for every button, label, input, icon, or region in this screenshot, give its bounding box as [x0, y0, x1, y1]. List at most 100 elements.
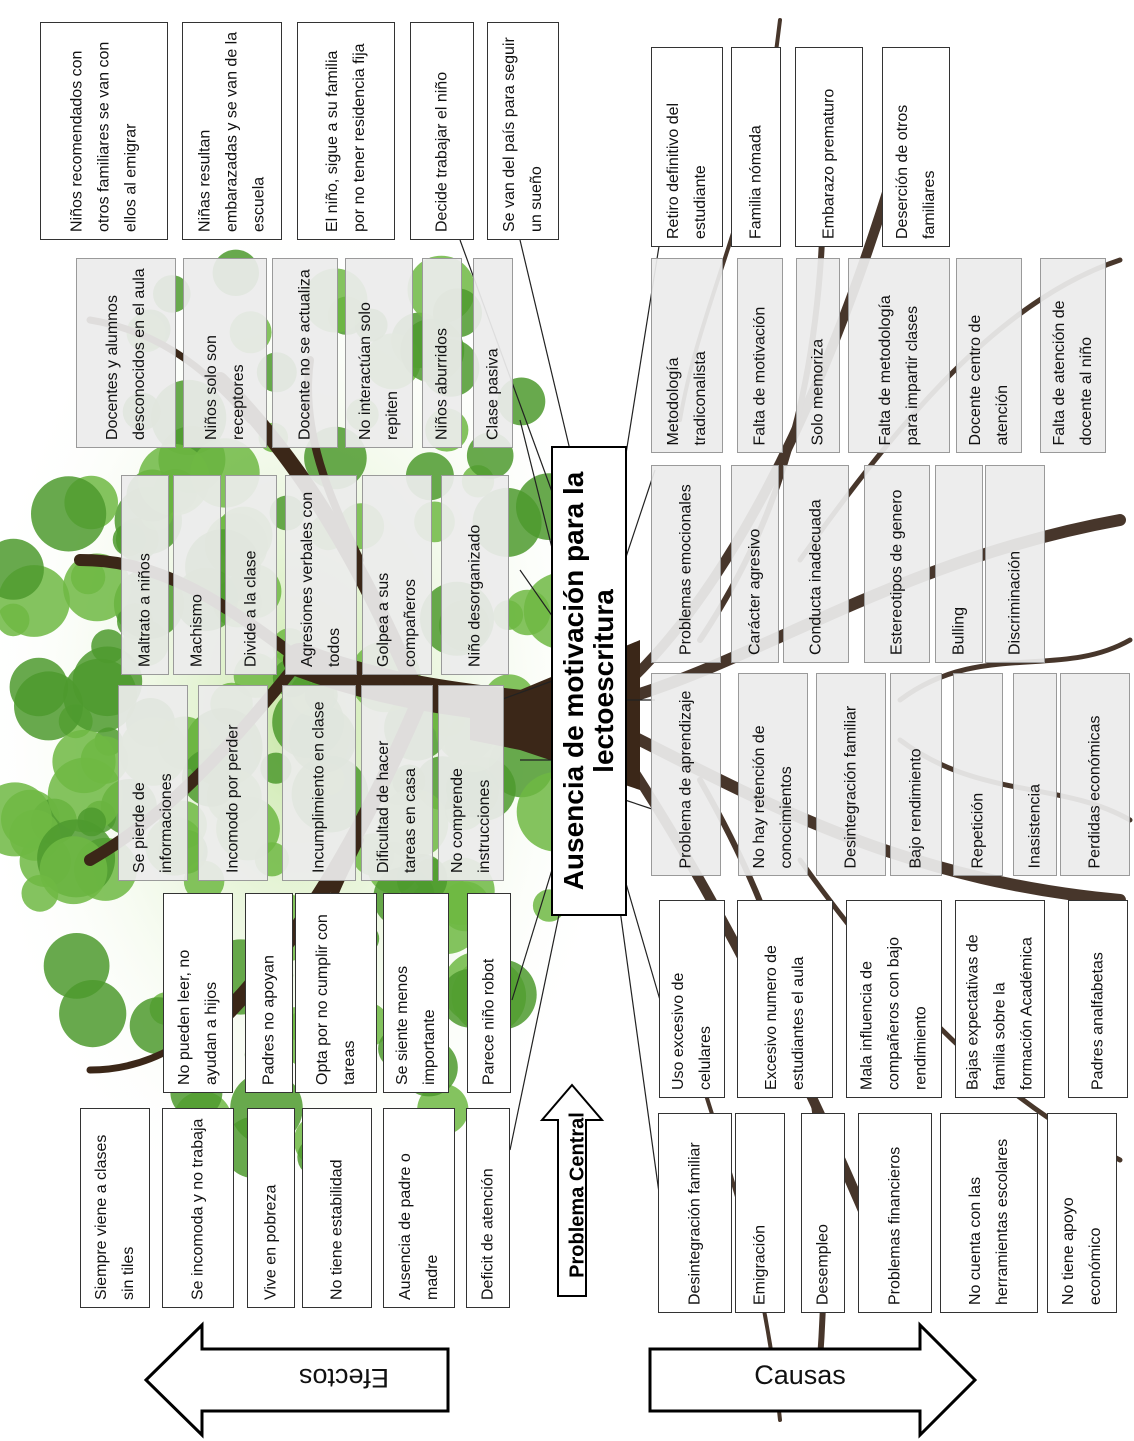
leaf-cluster	[31, 476, 107, 552]
cause-box: Repetición	[953, 673, 1003, 876]
cause-text: Bajas expectativas de familia sobre la f…	[964, 934, 1036, 1090]
effect-text: Incomodo por perder	[224, 724, 242, 873]
cause-box: Estereotipos de genero	[864, 465, 930, 663]
effect-box: Dificultad de hacer tareas en casa	[361, 685, 433, 881]
cause-box: Perdidas económicas	[1060, 673, 1130, 876]
cause-box: Bulling	[935, 465, 983, 663]
cause-box: Conducta inadecuada	[783, 465, 849, 663]
leaf-cluster	[77, 807, 107, 837]
effect-text: Deficit de atención	[479, 1168, 497, 1300]
cause-text: Bajo rendimiento	[907, 747, 925, 868]
effect-text: Clase pasiva	[484, 348, 502, 440]
cause-box: Familia nómada	[731, 47, 781, 247]
effect-box: Se pierde de informaciones	[118, 685, 188, 881]
effect-text: Parece niño robot	[480, 958, 498, 1085]
cause-text: Discriminación	[1006, 550, 1024, 655]
effect-box: Divide a la clase	[225, 475, 277, 675]
cause-box: Uso excesivo de celulares	[659, 900, 725, 1098]
effect-text: Niño desorganizado	[466, 524, 484, 667]
cause-box: Bajas expectativas de familia sobre la f…	[955, 900, 1045, 1098]
effect-text: Padres no apoyan	[260, 955, 278, 1085]
cause-text: Docente centro de atención	[967, 314, 1011, 445]
cause-text: Deserción de otros familiares	[894, 104, 938, 239]
effect-box: Se incomoda y no trabaja	[162, 1108, 234, 1308]
leaf-cluster	[52, 729, 116, 794]
central-problem-box: Ausencia de motivación para la lectoescr…	[551, 446, 627, 916]
effect-box: Docente no se actualiza	[272, 258, 338, 448]
effect-box: Niños recomendados con otros familiares …	[40, 22, 168, 240]
cause-text: Falta de metodología para impartir clase…	[877, 294, 921, 445]
effect-text: No comprende instrucciones	[449, 768, 493, 873]
effect-text: Se siente menos importante	[394, 965, 438, 1085]
effect-text: Docente no se actualiza	[296, 269, 314, 440]
cause-box: Discriminación	[985, 465, 1045, 663]
cause-box: Problemas financieros	[858, 1113, 932, 1313]
effect-text: No tiene estabilidad	[328, 1159, 346, 1300]
effect-text: No interactúan solo repiten	[357, 302, 401, 440]
leaf-cluster	[21, 874, 59, 912]
effect-box: Maltrato a niños	[121, 475, 169, 675]
cause-box: Mala influencia de compañeros con bajo r…	[846, 900, 942, 1098]
cause-text: Carácter agresivo	[746, 528, 764, 655]
cause-box: Falta de motivación	[737, 258, 783, 453]
cause-text: Familia nómada	[747, 125, 765, 239]
effect-box: Docentes y alumnos desconocidos en el au…	[76, 258, 176, 448]
effect-box: Machismo	[173, 475, 221, 675]
cause-text: Solo memoriza	[809, 338, 827, 445]
cause-text: Inasistencia	[1026, 783, 1044, 869]
effect-text: Divide a la clase	[242, 550, 260, 668]
effects-arrow	[143, 1321, 450, 1439]
effect-text: Vive en pobreza	[262, 1184, 280, 1300]
effect-box: No pueden leer, no ayudan a hijos	[163, 893, 233, 1093]
effect-text: El niño, sigue a su familia por no tener…	[324, 43, 368, 232]
cause-text: Problema de aprendizaje	[677, 690, 695, 868]
effect-text: Dificultad de hacer tareas en casa	[375, 740, 419, 873]
effect-box: Clase pasiva	[473, 258, 513, 448]
leaf-cluster	[63, 553, 131, 622]
cause-box: Deserción de otros familiares	[882, 47, 950, 247]
cause-text: Embarazo prematuro	[820, 88, 838, 239]
effect-text: Niños aburridos	[433, 327, 451, 440]
cause-box: Desintegración familiar	[658, 1113, 732, 1313]
effect-box: Se siente menos importante	[383, 893, 449, 1093]
cause-box: Carácter agresivo	[731, 465, 779, 663]
leaf-cluster	[43, 933, 110, 999]
cause-text: Desintegración familiar	[686, 1142, 704, 1305]
cause-text: Padres analfabetas	[1089, 952, 1107, 1090]
effect-box: Deficit de atención	[466, 1108, 510, 1308]
effect-box: Incomodo por perder	[198, 685, 268, 881]
cause-text: Problemas emocionales	[677, 484, 695, 655]
central-problem-text: Ausencia de motivación para la lectoescr…	[558, 471, 619, 891]
cause-box: Bajo rendimiento	[890, 673, 942, 876]
cause-text: Mala influencia de compañeros con bajo r…	[858, 937, 930, 1090]
effect-box: Ausencia de padre o madre	[383, 1108, 455, 1308]
cause-text: No hay retención de conocimientos	[751, 724, 795, 868]
central-problem-label-text: Problema Central	[566, 1112, 589, 1278]
cause-text: No tiene apoyo económico	[1060, 1197, 1104, 1305]
cause-text: Conducta inadecuada	[807, 499, 825, 655]
cause-text: Desempleo	[814, 1224, 832, 1305]
effect-box: Se van del país para seguir un sueño	[487, 22, 559, 240]
cause-text: No cuenta con las herramientas escolares	[967, 1138, 1011, 1305]
cause-text: Metodología tradiconalista	[665, 350, 709, 445]
cause-text: Problemas financieros	[886, 1146, 904, 1305]
cause-box: Solo memoriza	[796, 258, 840, 453]
effect-box: Golpea a sus compañeros	[362, 475, 432, 675]
cause-box: Docente centro de atención	[956, 258, 1022, 453]
effect-text: Niñas resultan embarazadas y se van de l…	[196, 31, 268, 232]
effect-box: Niñas resultan embarazadas y se van de l…	[182, 22, 282, 240]
effects-arrow-label: Efectos	[298, 1363, 390, 1393]
effect-text: Machismo	[188, 594, 206, 667]
causes-arrow	[648, 1321, 978, 1439]
effect-text: No pueden leer, no ayudan a hijos	[176, 949, 220, 1085]
cause-box: Metodología tradiconalista	[651, 258, 723, 453]
effect-text: Se incomoda y no trabaja	[189, 1118, 207, 1300]
effect-text: Maltrato a niños	[136, 553, 154, 667]
effect-box: Niño desorganizado	[441, 475, 509, 675]
effect-box: Niños solo son receptores	[183, 258, 267, 448]
effect-box: Agresiones verbales con todos	[285, 475, 357, 675]
cause-box: Problemas emocionales	[651, 465, 721, 663]
leaf-cluster	[0, 538, 44, 600]
effect-text: Opta por no cumplir con tareas	[314, 914, 358, 1085]
